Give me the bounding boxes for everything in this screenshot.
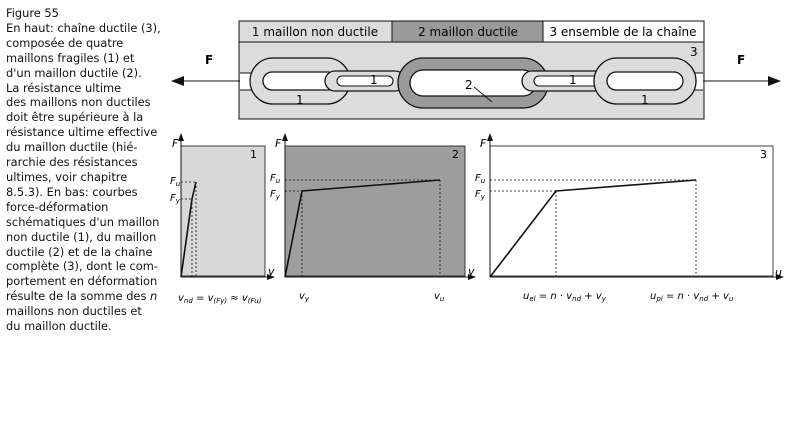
chain-panel-number: 3 [690, 45, 698, 59]
caption-line: ultimes, voir chapitre [6, 169, 128, 184]
caption-line: La résistance ultime [6, 80, 122, 95]
caption-line: 8.5.3). En bas: courbes [6, 184, 138, 199]
plot-3-x-tick-upl: upl = n · vnd + vu [650, 291, 734, 303]
chain-panel: 1 maillon non ductile 2 maillon ductile … [171, 20, 781, 120]
caption-body: En haut: chaîne ductile (3),composée de … [6, 21, 166, 334]
caption-line: non ductile (1), du maillon [6, 229, 157, 244]
plot-2-x-axis-label: v [468, 265, 475, 278]
plot-2-y-axis-label: F [275, 137, 282, 150]
caption-line: maillons fragiles (1) et [6, 50, 135, 65]
header-label-3: 3 ensemble de la chaîne [549, 25, 696, 39]
caption-line: composée de quatre [6, 35, 124, 50]
header-label-2: 2 maillon ductile [418, 25, 518, 39]
link-label-5: 1 [641, 93, 649, 107]
plot-3-x-tick-uel: uel = n · vnd + vy [523, 291, 607, 303]
caption-line: complète (3), dont le com- [6, 259, 158, 274]
link-label-4: 1 [569, 73, 577, 87]
plot-2: F v 2 Fu Fy vy vu [270, 133, 476, 303]
caption-line: doit être supérieure à la [6, 110, 144, 125]
chain-link-left [249, 57, 351, 105]
ductile-pointer-line [473, 86, 493, 103]
link-label-3: 2 [465, 78, 473, 92]
caption-line: En haut: chaîne ductile (3), [6, 20, 161, 35]
figure-caption: Figure 55 En haut: chaîne ductile (3),co… [6, 6, 166, 334]
caption-line: du maillon ductile. [6, 319, 112, 334]
caption-line: du maillon ductile (hié- [6, 140, 138, 155]
plot-1-panel-number: 1 [250, 148, 257, 161]
caption-line: force-déformation [6, 199, 109, 214]
caption-line: rarchie des résistances [6, 155, 138, 170]
caption-line: portement en déformation [6, 274, 158, 289]
plot-1-x-formula: vnd = v(Fy) ≈ v(Fu) [178, 293, 262, 305]
header-label-1: 1 maillon non ductile [252, 25, 378, 39]
chain-link-right-vertical [521, 70, 613, 92]
chain-link-right [593, 57, 697, 105]
force-label-right: F [737, 53, 745, 67]
plot-2-curve [284, 179, 441, 278]
caption-line: d'un maillon ductile (2). [6, 65, 142, 80]
plot-2-tick-fy: Fy [270, 189, 281, 201]
plot-1-curve [180, 181, 197, 278]
plot-3-y-axis-label: F [480, 137, 487, 150]
plot-1-x-axis-label: v [268, 265, 275, 278]
plot-3-curve [489, 179, 697, 278]
caption-line: ductile (2) et de la chaîne [6, 244, 153, 259]
plot-3-tick-fy: Fy [475, 189, 486, 201]
plot-1: F v 1 Fu Fy vnd = v(Fy) ≈ v(Fu) [170, 133, 275, 305]
plot-2-x-tick-vu: vu [434, 291, 445, 303]
chain-link-ductile [397, 57, 549, 109]
plot-1-tick-fy: Fy [170, 193, 181, 205]
caption-figure-label: Figure 55 [6, 6, 59, 20]
plot-2-tick-fu: Fu [270, 173, 281, 185]
caption-line: maillons non ductiles et [6, 304, 142, 319]
caption-line: schématiques d'un maillon [6, 214, 160, 229]
force-label-left: F [205, 53, 213, 67]
plot-1-tick-fu: Fu [170, 176, 181, 188]
plot-3-tick-fu: Fu [475, 173, 486, 185]
plot-3: F u 3 Fu Fy uel = n · vnd + vy upl = n ·… [475, 133, 784, 303]
link-label-2: 1 [370, 73, 378, 87]
chain-link-left-vertical [324, 70, 406, 92]
plot-1-y-axis-label: F [172, 137, 179, 150]
plot-2-background [284, 145, 466, 277]
plot-2-panel-number: 2 [452, 148, 459, 161]
link-label-1: 1 [296, 93, 304, 107]
plot-1-background [180, 145, 266, 277]
plot-3-panel-number: 3 [760, 148, 767, 161]
plot-3-background [489, 145, 774, 277]
caption-line: résulte de la somme des n [6, 289, 158, 304]
caption-line: résistance ultime effective [6, 125, 158, 140]
plot-3-x-axis-label: u [775, 266, 782, 279]
caption-line: des maillons non ductiles [6, 95, 151, 110]
force-arrows: F F [171, 53, 781, 86]
plot-2-x-tick-vy: vy [299, 291, 310, 303]
